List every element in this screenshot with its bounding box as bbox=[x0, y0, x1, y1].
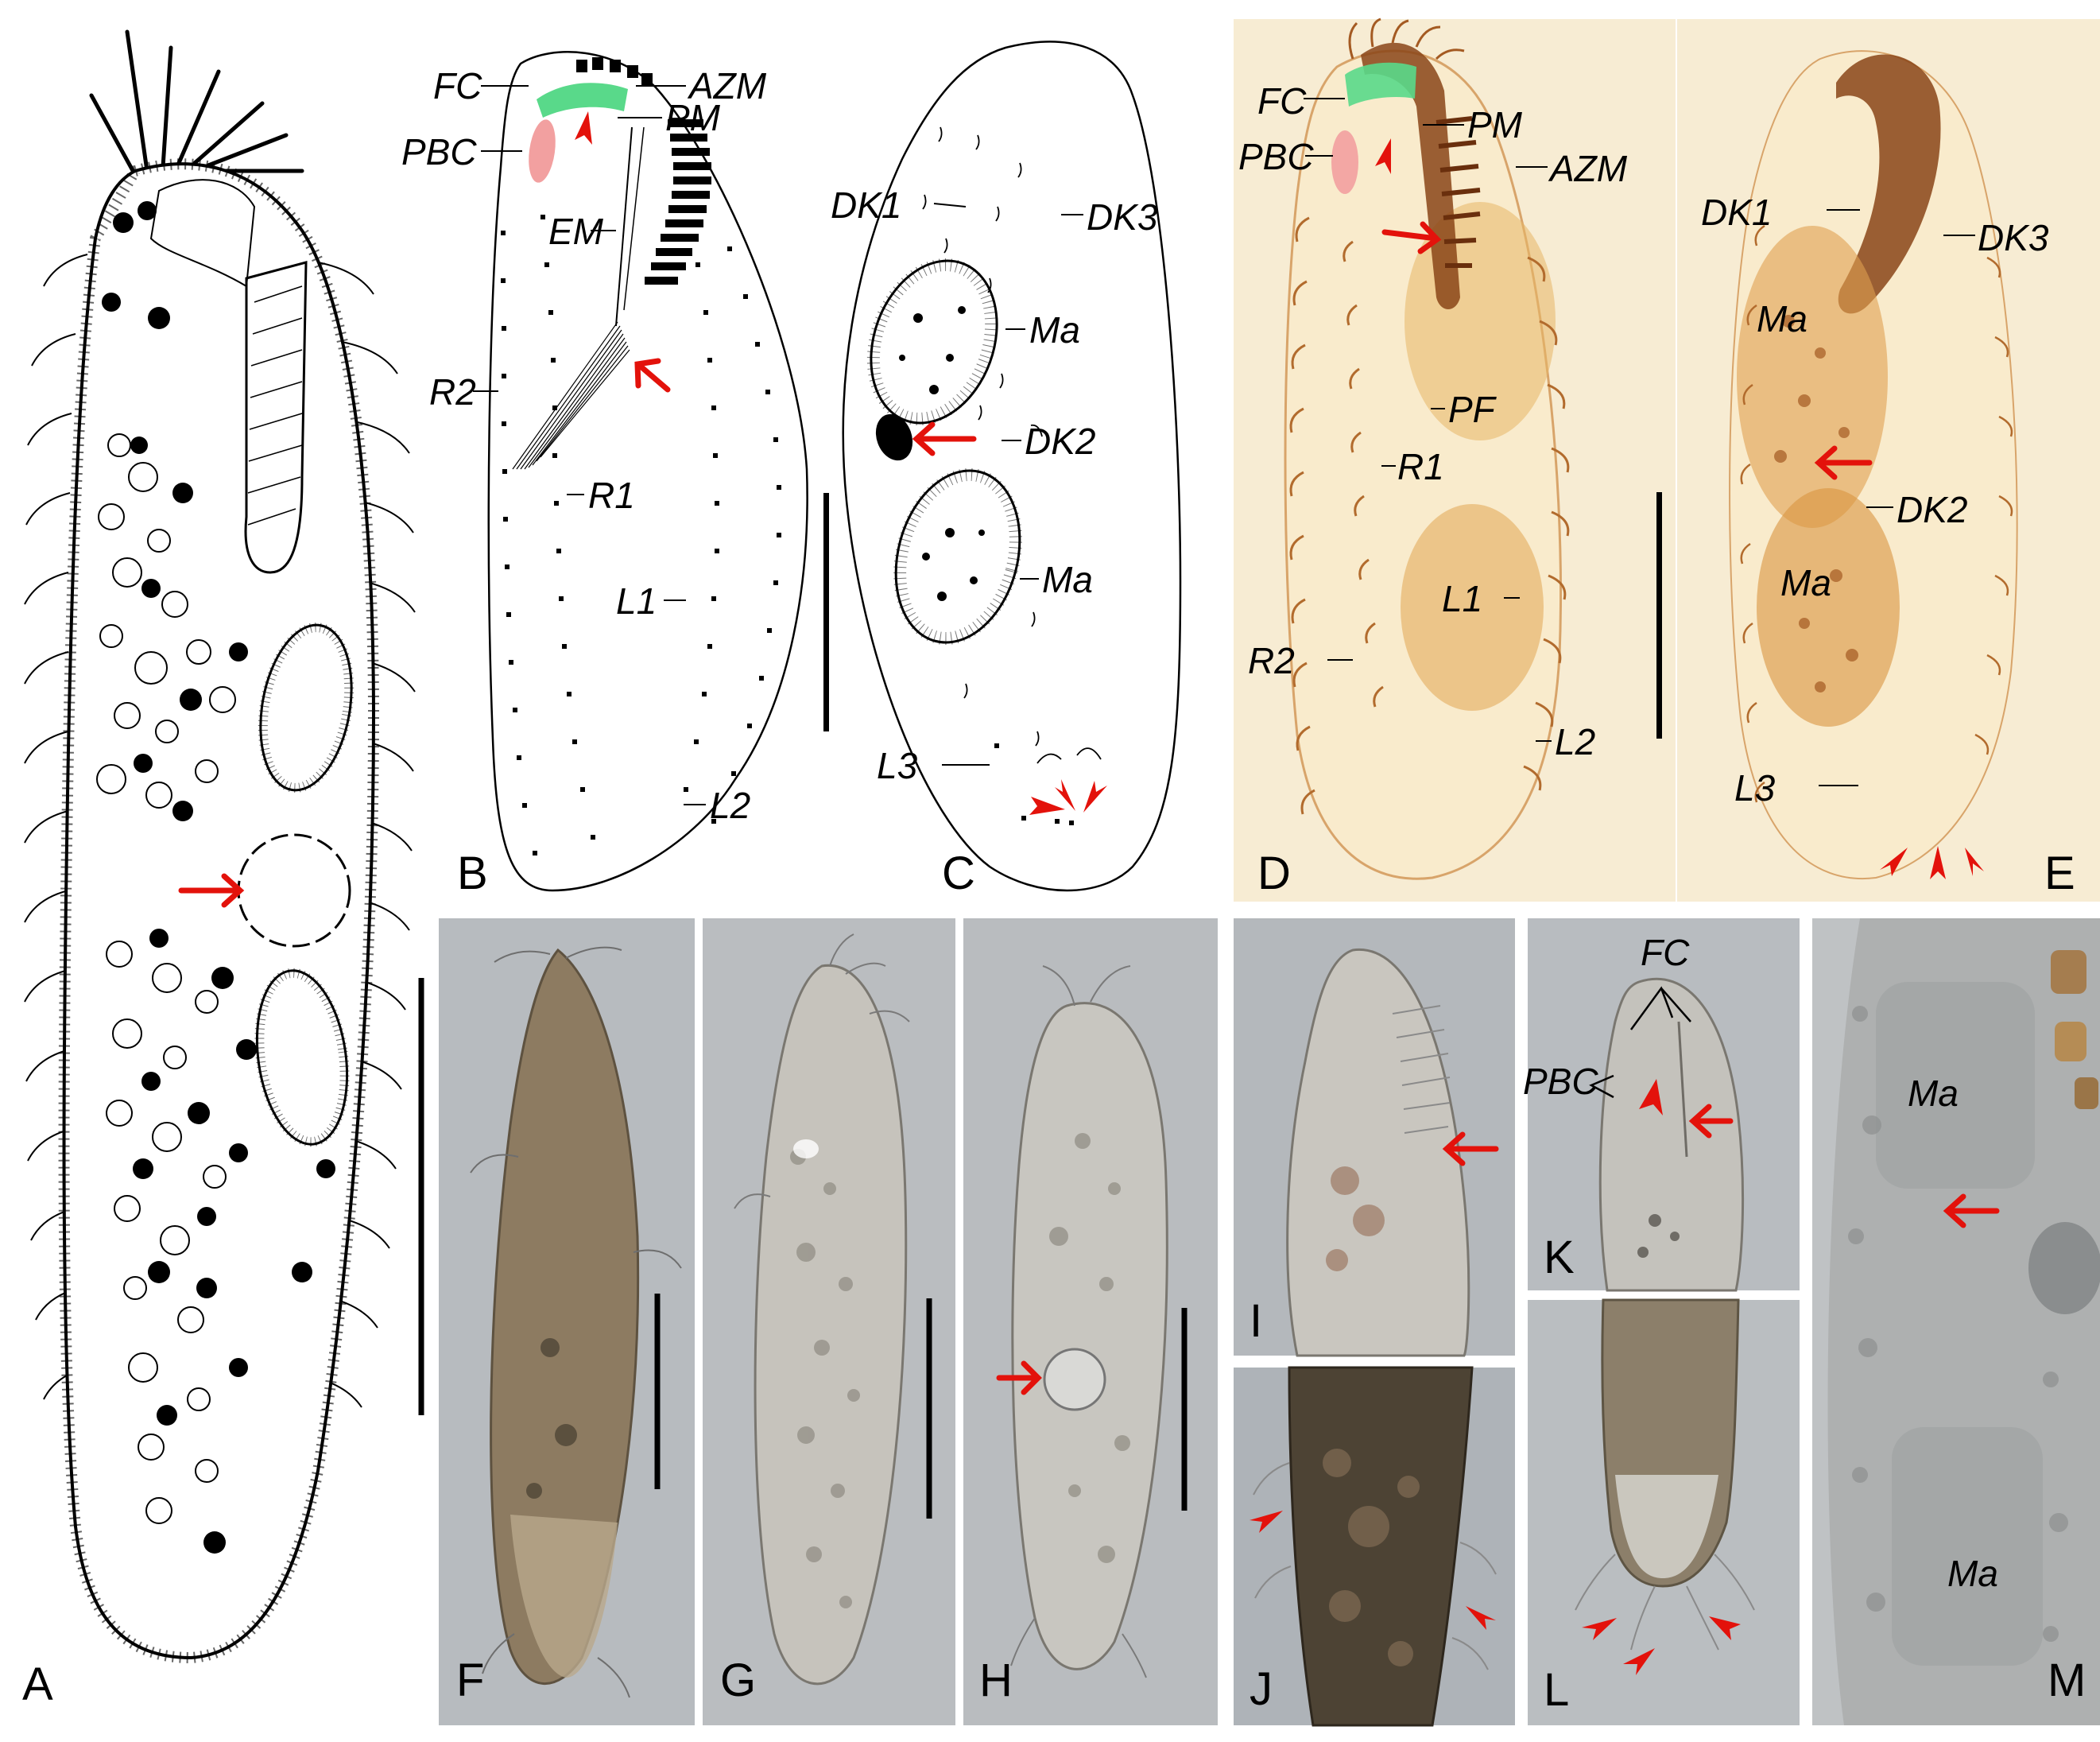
panel-label-k: K bbox=[1544, 1232, 1575, 1283]
panel-k: FC PBC K bbox=[1523, 918, 1800, 1292]
panel-l: L bbox=[1528, 1298, 1800, 1725]
arrowheads-j bbox=[1250, 1511, 1496, 1630]
label-e-l3: L3 bbox=[1734, 767, 1776, 809]
ciliature-diagram-b bbox=[473, 51, 808, 892]
label-b-pm: PM bbox=[665, 97, 720, 138]
stained-cell-d bbox=[1234, 17, 1676, 902]
label-e-dk1: DK1 bbox=[1701, 192, 1773, 233]
label-b-l1: L1 bbox=[616, 580, 657, 622]
dic-oral-k bbox=[1528, 918, 1800, 1292]
label-e-dk2: DK2 bbox=[1897, 489, 1968, 530]
label-d-r1: R1 bbox=[1397, 446, 1444, 487]
label-e-ma2: Ma bbox=[1780, 562, 1831, 603]
label-c-dk3: DK3 bbox=[1087, 196, 1158, 238]
label-e-ma1: Ma bbox=[1757, 298, 1807, 339]
arrow-d bbox=[1381, 221, 1442, 254]
panel-label-j: J bbox=[1250, 1663, 1273, 1715]
label-d-l1: L1 bbox=[1442, 578, 1483, 619]
dorsal-diagram-c bbox=[842, 41, 1182, 892]
label-b-azm: AZM bbox=[689, 65, 767, 107]
stained-cell-e bbox=[1677, 19, 2100, 902]
label-b-pbc: PBC bbox=[401, 131, 477, 173]
label-b-r1: R1 bbox=[588, 475, 635, 516]
arrow-a bbox=[178, 873, 245, 908]
dic-cell-h bbox=[963, 918, 1218, 1725]
arrow-k bbox=[1688, 1104, 1734, 1139]
label-k-pbc: PBC bbox=[1523, 1061, 1598, 1102]
label-b-l2: L2 bbox=[710, 785, 751, 826]
panel-a: A bbox=[0, 0, 429, 1742]
panel-i: I bbox=[1234, 918, 1515, 1357]
label-d-r2: R2 bbox=[1248, 640, 1295, 681]
label-d-l2: L2 bbox=[1555, 721, 1596, 762]
panel-h: H bbox=[963, 918, 1218, 1725]
panel-c: DK1 DK3 Ma DK2 Ma L3 C bbox=[831, 24, 1232, 898]
arrow-m bbox=[1943, 1193, 2000, 1228]
panel-b: FC AZM PBC PM EM R2 R1 L1 L2 B bbox=[401, 24, 815, 899]
dic-posterior-l bbox=[1528, 1298, 1800, 1725]
label-d-pf: PF bbox=[1448, 389, 1495, 430]
panel-label-l: L bbox=[1544, 1664, 1570, 1716]
arrowhead-d bbox=[1375, 138, 1391, 174]
label-c-dk2: DK2 bbox=[1025, 421, 1096, 462]
arrow-i bbox=[1442, 1131, 1499, 1166]
arrow-b bbox=[634, 358, 671, 393]
scale-bar-de bbox=[1656, 492, 1662, 739]
label-m-ma2: Ma bbox=[1947, 1553, 1998, 1594]
dic-cell-f bbox=[439, 918, 695, 1725]
panel-label-f: F bbox=[456, 1655, 485, 1706]
label-d-fc: FC bbox=[1257, 80, 1307, 122]
panel-d: FC PBC PM AZM PF R1 L1 R2 L2 D bbox=[1234, 17, 1676, 902]
dic-anterior-i bbox=[1234, 918, 1515, 1357]
label-d-pm: PM bbox=[1467, 104, 1522, 145]
dic-cell-g bbox=[703, 918, 955, 1725]
label-k-fc: FC bbox=[1641, 932, 1690, 973]
label-m-ma1: Ma bbox=[1908, 1073, 1959, 1114]
panel-j: J bbox=[1234, 1366, 1515, 1727]
panel-label-g: G bbox=[720, 1655, 757, 1706]
label-b-r2: R2 bbox=[429, 371, 476, 413]
arrow-e bbox=[1814, 445, 1873, 480]
arrow-c bbox=[912, 421, 977, 456]
arrowheads-c bbox=[1029, 779, 1107, 815]
label-e-dk3: DK3 bbox=[1978, 217, 2049, 258]
panel-g: G bbox=[703, 918, 955, 1725]
label-c-l3: L3 bbox=[877, 745, 918, 786]
panel-label-e: E bbox=[2044, 848, 2075, 899]
arrowheads-l bbox=[1582, 1616, 1741, 1675]
panel-label-b: B bbox=[457, 848, 488, 899]
panel-m: Ma Ma M bbox=[1812, 918, 2100, 1725]
arrow-h bbox=[996, 1360, 1042, 1395]
label-c-ma1: Ma bbox=[1029, 309, 1080, 351]
dic-nuclei-m bbox=[1812, 918, 2100, 1725]
panel-f: F bbox=[439, 918, 695, 1725]
label-c-ma2: Ma bbox=[1042, 559, 1093, 600]
panel-label-d: D bbox=[1257, 848, 1291, 899]
panel-label-m: M bbox=[2048, 1655, 2086, 1706]
cell-drawing-a bbox=[24, 29, 424, 1664]
arrowheads-e bbox=[1880, 846, 1984, 879]
panel-label-a: A bbox=[22, 1659, 53, 1710]
label-d-azm: AZM bbox=[1550, 148, 1628, 189]
label-b-em: EM bbox=[548, 211, 603, 252]
label-d-pbc: PBC bbox=[1238, 136, 1314, 177]
panel-label-c: C bbox=[942, 848, 975, 899]
label-b-fc: FC bbox=[433, 65, 482, 107]
panel-e: DK1 DK3 Ma DK2 Ma L3 E bbox=[1677, 19, 2100, 902]
arrowhead-b bbox=[575, 111, 592, 145]
scale-bar-bc bbox=[823, 493, 829, 731]
arrowhead-k bbox=[1639, 1079, 1663, 1115]
label-c-dk1: DK1 bbox=[831, 184, 902, 226]
panel-label-h: H bbox=[979, 1655, 1013, 1706]
panel-label-i: I bbox=[1250, 1295, 1263, 1347]
dic-midbody-j bbox=[1234, 1366, 1515, 1727]
